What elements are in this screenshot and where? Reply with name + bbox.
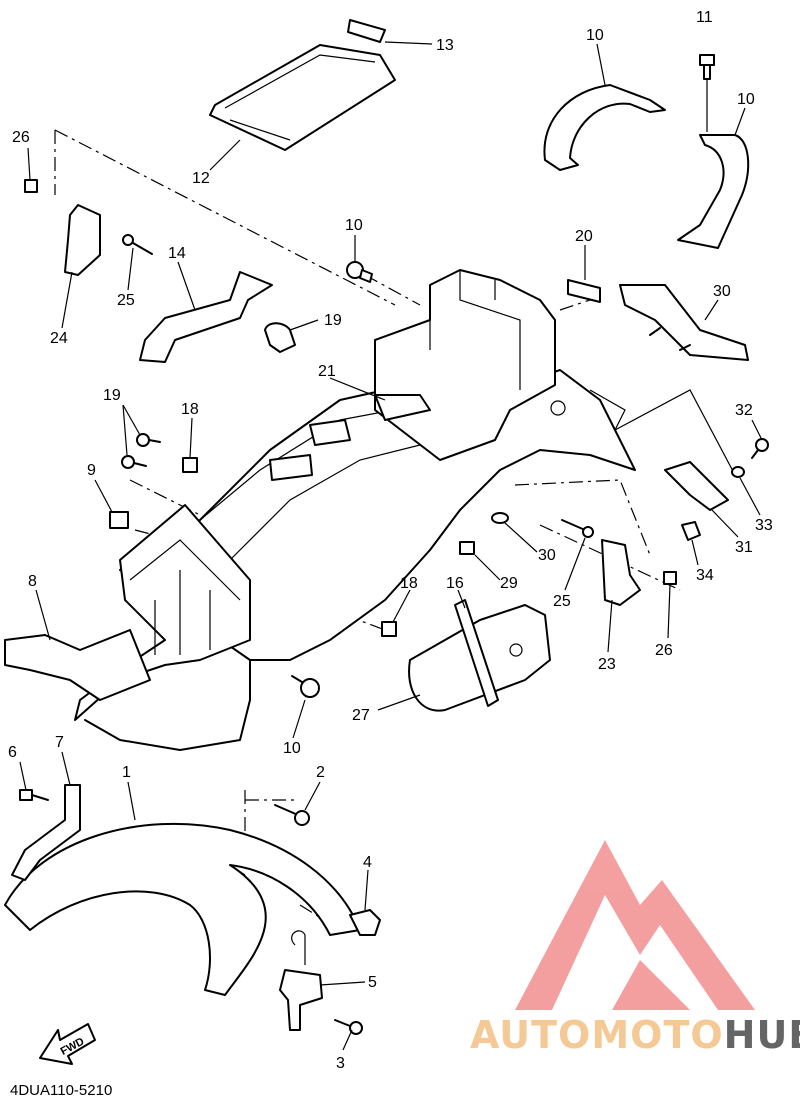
callout-21: 20 [575, 228, 593, 245]
part-21-pad [567, 279, 601, 303]
callout-6: 6 [8, 744, 17, 761]
part-14-cover [209, 44, 396, 151]
part-13-bolt [699, 54, 715, 132]
callout-2: 2 [316, 764, 325, 781]
callout-32: 32 [735, 402, 753, 419]
callout-34: 34 [696, 567, 714, 584]
part-11-grip [677, 134, 750, 249]
leader-lines [19, 41, 763, 1051]
callout-28: 30 [713, 283, 731, 300]
callout-14: 12 [192, 170, 210, 187]
part-28-bracket [619, 284, 749, 361]
callout-10-lower: 10 [283, 740, 301, 757]
part-2-bolt [274, 804, 310, 826]
part-19-screws [121, 433, 161, 469]
part-22-block [269, 394, 431, 481]
part-31-stay [664, 461, 729, 511]
callout-25-lower: 25 [553, 593, 571, 610]
callout-7: 7 [55, 734, 64, 751]
watermark-text-part1: AUTOMOTO [470, 1013, 724, 1057]
part-26-nut-upper [24, 179, 38, 193]
part-3-bolt [334, 1019, 363, 1035]
part-15-plate [347, 19, 386, 43]
part-10-bolt-lower [291, 675, 320, 698]
callout-5: 5 [368, 974, 377, 991]
part-17-band [454, 599, 499, 707]
battery-box [74, 504, 251, 751]
part-18-nut-upper [182, 457, 198, 473]
callout-13: 11 [696, 9, 713, 26]
part-6-bolt [19, 789, 49, 801]
callout-8: 8 [28, 573, 37, 590]
watermark-logo [515, 840, 755, 1010]
callout-19: 19 [103, 387, 121, 404]
part-18-nut-lower [381, 621, 397, 637]
callout-25-upper: 25 [117, 292, 135, 309]
part-code: 4DUA110-5210 [10, 1082, 112, 1099]
part-8-flap [4, 629, 151, 701]
callout-17: 16 [446, 575, 464, 592]
callout-23: 23 [598, 656, 616, 673]
callout-15: 13 [436, 37, 454, 54]
callout-31: 31 [735, 539, 753, 556]
callout-1: 1 [122, 764, 131, 781]
part-4-grommet [349, 909, 381, 936]
part-30-washer [491, 512, 509, 524]
part-23-bracket [601, 539, 641, 606]
part-29-nut [459, 541, 475, 555]
part-25-screw-upper [122, 234, 153, 255]
callout-4: 4 [363, 854, 372, 871]
part-7-bracket [11, 784, 81, 881]
part-9-grommet [109, 511, 129, 529]
part-26-nut-lower [663, 571, 677, 585]
callout-30: 30 [538, 547, 556, 564]
callout-12: 10 [586, 27, 604, 44]
part-24-bracket [64, 204, 101, 276]
part-16-stay [139, 271, 273, 363]
part-25-screw-lower [561, 519, 594, 538]
callout-3: 3 [336, 1055, 345, 1072]
part-12-grab-bar [543, 84, 666, 171]
callout-16: 14 [168, 245, 186, 262]
callout-26-upper: 26 [12, 129, 30, 146]
part-5-guide [279, 930, 323, 1031]
callout-22: 21 [318, 363, 336, 380]
svg-text:AUTOMOTOHUB: AUTOMOTOHUB [470, 1013, 800, 1057]
part-10-bolt-upper [346, 261, 373, 283]
callout-29: 29 [500, 575, 518, 592]
part-1-front-fender [4, 822, 361, 996]
callout-10-upper: 10 [345, 217, 363, 234]
callout-24: 24 [50, 330, 68, 347]
watermark-text-part2: HUB [724, 1013, 800, 1057]
part-20-clamp [264, 322, 296, 353]
callout-18-upper: 18 [181, 401, 199, 418]
callout-labels: 13 12 10 11 10 26 24 25 14 10 19 20 30 2… [8, 9, 773, 1072]
callout-27: 27 [352, 707, 370, 724]
callout-18-lower: 18 [400, 575, 418, 592]
fwd-arrow: FWD [39, 1023, 96, 1065]
callout-11: 10 [737, 91, 755, 108]
part-34-nut [681, 521, 701, 541]
part-32-bolt [751, 438, 769, 459]
callout-9: 9 [87, 462, 96, 479]
callout-26-lower: 26 [655, 642, 673, 659]
part-33-washer [731, 466, 745, 478]
callout-33: 33 [755, 517, 773, 534]
callout-20: 19 [324, 312, 342, 329]
watermark-text: AUTOMOTOHUB [470, 1013, 800, 1057]
